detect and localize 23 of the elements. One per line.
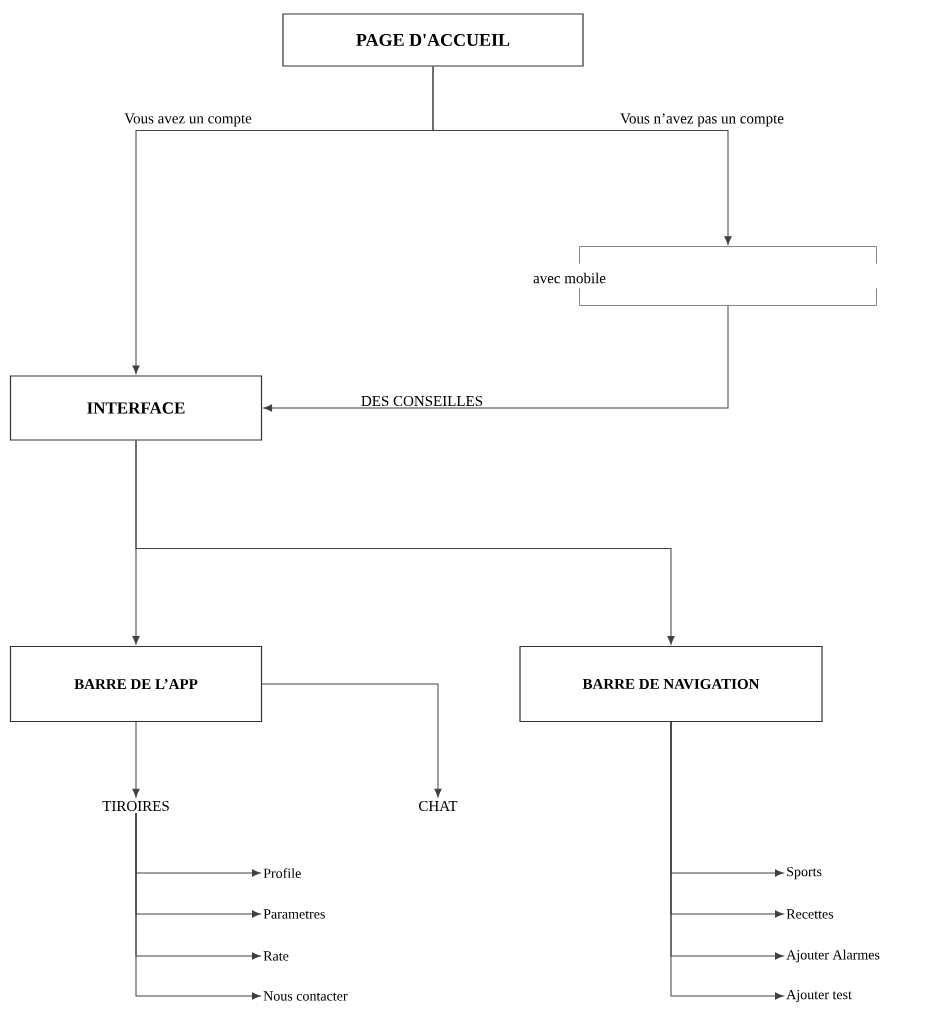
option-bracket: avec mobile bbox=[532, 246, 877, 306]
menu-item: Parametres bbox=[263, 909, 325, 919]
arrow bbox=[135, 440, 675, 645]
menu-item: Rate bbox=[263, 951, 289, 961]
menu-item: Sports bbox=[787, 866, 822, 880]
menu-item: Recettes bbox=[786, 909, 834, 919]
arrow bbox=[132, 721, 140, 798]
menu-item: Ajouter test bbox=[786, 989, 852, 1003]
menu-item: Nous contacter bbox=[263, 991, 348, 1001]
edge-label: Vous avez un compte bbox=[123, 112, 253, 128]
edge-label: Vous n’avez pas un compte bbox=[619, 112, 785, 128]
arrow bbox=[263, 305, 729, 412]
arrow bbox=[135, 812, 261, 1000]
node-label: CHAT bbox=[419, 801, 458, 812]
process-box: INTERFACE bbox=[9, 375, 263, 441]
process-box: BARRE DE NAVIGATION bbox=[519, 645, 823, 723]
node-label: TIROIRES bbox=[102, 801, 169, 812]
menu-item: Ajouter Alarmes bbox=[786, 949, 880, 963]
arrow bbox=[261, 683, 442, 798]
arrow bbox=[432, 66, 732, 245]
process-box: BARRE DE L’APP bbox=[9, 645, 263, 723]
menu-item: Profile bbox=[263, 868, 301, 878]
process-box: PAGE D'ACCUEIL bbox=[282, 13, 584, 67]
